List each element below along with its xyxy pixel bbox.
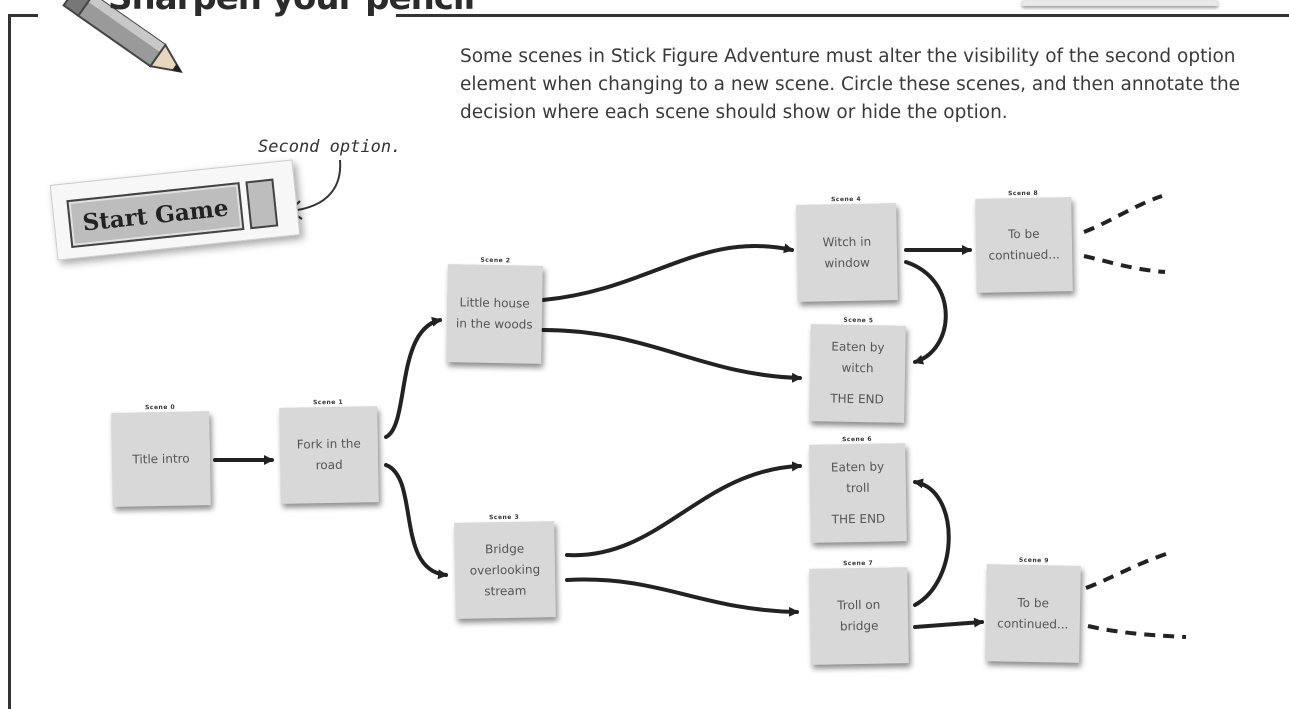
second-option-annotation: Second option. (258, 137, 402, 157)
scene-0-note[interactable]: Scene 0 Title intro (111, 404, 211, 507)
scene-text: Eaten by troll (830, 459, 885, 495)
scene-1-note[interactable]: Scene 1 Fork in the road (279, 399, 379, 504)
scene-2-note[interactable]: Scene 2 Little house in the woods (446, 257, 543, 364)
scene-label: Scene 4 (830, 195, 862, 204)
scene-text: Eaten by witch (831, 339, 885, 376)
scene-5-note[interactable]: Scene 5 Eaten by witch THE END (809, 317, 906, 423)
scene-6-note[interactable]: Scene 6 Eaten by troll THE END (809, 436, 907, 543)
scene-text: Little house in the woods (455, 295, 533, 332)
scene-end-text: THE END (830, 391, 884, 407)
scene-label: Scene 3 (488, 513, 520, 522)
scene-label: Scene 9 (1018, 556, 1050, 565)
scene-9-note[interactable]: Scene 9 To be continued... (985, 557, 1081, 663)
header-tab (1022, 0, 1218, 6)
scene-4-note[interactable]: Scene 4 Witch in window (796, 196, 898, 302)
scene-label: Scene 0 (145, 403, 176, 412)
scene-label: Scene 7 (842, 559, 874, 568)
scene-end-text: THE END (831, 511, 886, 526)
frame-left (8, 14, 11, 709)
pencil-icon (62, 0, 183, 73)
scene-3-note[interactable]: Scene 3 Bridge overlooking stream (454, 514, 556, 619)
scene-label: Scene 5 (843, 316, 874, 325)
scene-label: Scene 2 (480, 256, 511, 265)
scene-text: Title intro (132, 451, 190, 466)
instructions-text: Some scenes in Stick Figure Adventure mu… (460, 46, 1241, 123)
frame-top-left (8, 14, 38, 17)
scene-label: Scene 6 (841, 435, 873, 444)
scene-text: Bridge overlooking stream (469, 541, 541, 598)
scene-text: Troll on bridge (837, 597, 881, 634)
scene-text: To be continued... (997, 595, 1069, 632)
page-title: Sharpen your pencil (108, 0, 475, 18)
scene-text: To be continued... (988, 226, 1060, 263)
scene-7-note[interactable]: Scene 7 Troll on bridge (809, 560, 909, 665)
scene-text: Witch in window (822, 234, 872, 270)
frame-top-right (396, 14, 1289, 17)
scene-text: Fork in the road (296, 436, 361, 473)
scene-8-note[interactable]: Scene 8 To be continued... (975, 190, 1073, 293)
scene-label: Scene 1 (312, 398, 344, 407)
scene-label: Scene 8 (1008, 189, 1039, 198)
